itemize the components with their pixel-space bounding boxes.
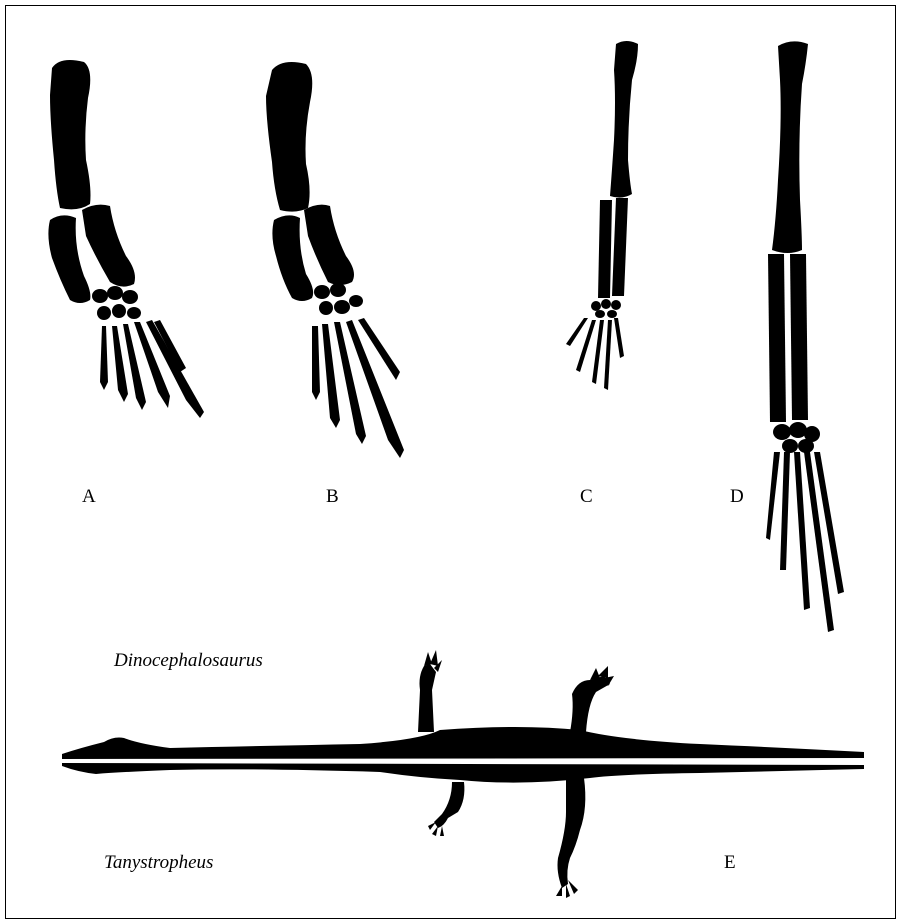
species-label-tanystropheus: Tanystropheus xyxy=(104,852,213,874)
limb-d-digits xyxy=(766,452,844,632)
limb-c-radius xyxy=(598,200,612,298)
limb-a-humerus xyxy=(50,60,91,209)
limb-d-radius xyxy=(768,254,786,422)
limb-d xyxy=(766,41,844,632)
tanystropheus-forelimb xyxy=(434,782,464,828)
tanystropheus-hindlimb xyxy=(558,778,586,888)
panel-label-c: C xyxy=(580,486,593,508)
limb-a-carpals xyxy=(92,286,141,320)
dinocephalosaurus-forelimb xyxy=(418,664,436,732)
limb-a-radius xyxy=(48,215,90,303)
limb-b-ulna xyxy=(304,205,354,285)
panel-label-a: A xyxy=(82,486,96,508)
limb-d-ulna xyxy=(790,254,808,420)
limb-d-carpals xyxy=(773,422,820,453)
limb-c-carpals xyxy=(591,299,621,318)
limb-d-humerus xyxy=(772,41,808,253)
species-label-dinocephalosaurus: Dinocephalosaurus xyxy=(114,650,263,672)
limb-c-digits xyxy=(566,318,624,390)
limb-c-humerus xyxy=(610,41,638,198)
dinocephalosaurus-hindlimb xyxy=(570,676,610,732)
limb-a-ulna xyxy=(82,205,135,287)
limb-c-ulna xyxy=(612,198,628,296)
panel-label-d: D xyxy=(730,486,744,508)
limb-a xyxy=(48,60,204,418)
limb-b xyxy=(266,62,404,458)
panel-label-b: B xyxy=(326,486,339,508)
limb-a-digits xyxy=(100,320,204,418)
limb-b-digits xyxy=(312,318,404,458)
limb-b-humerus xyxy=(266,62,312,212)
tanystropheus-silhouette xyxy=(62,763,864,898)
limb-c xyxy=(566,41,638,390)
limb-b-carpals xyxy=(314,283,363,315)
panel-label-e: E xyxy=(724,852,736,874)
